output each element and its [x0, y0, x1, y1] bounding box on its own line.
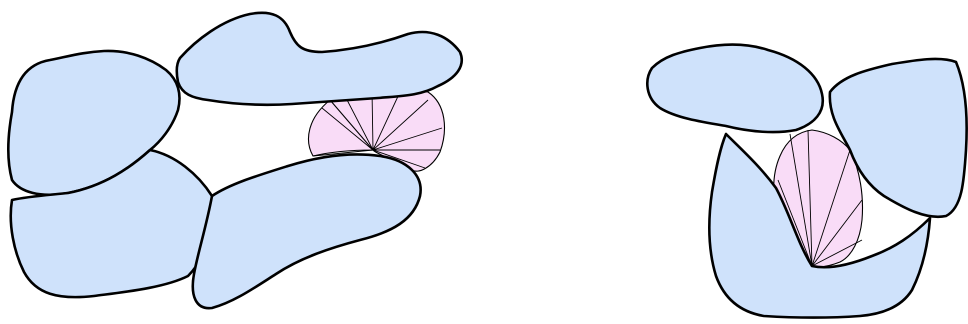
left-blob-bottom-right	[193, 154, 421, 308]
left-assembly	[8, 13, 462, 308]
left-blob-top-right	[177, 13, 462, 105]
right-blob-top	[647, 45, 822, 133]
right-assembly	[647, 45, 966, 318]
